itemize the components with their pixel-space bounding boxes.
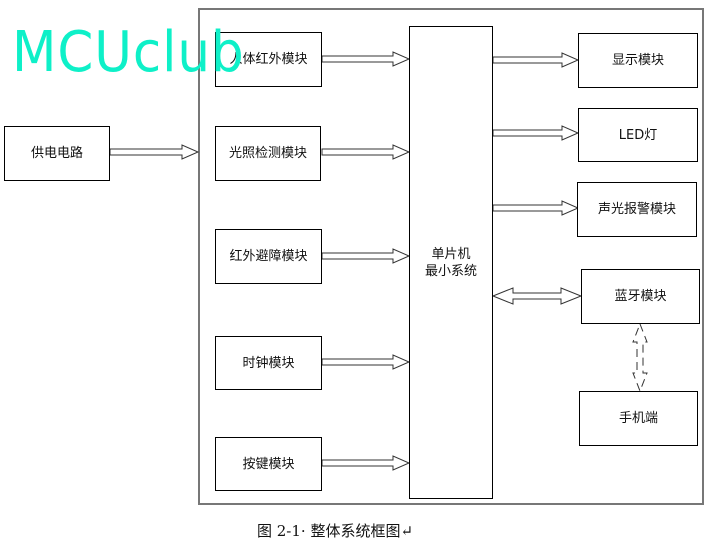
mcu-label-1: 单片机 [431, 246, 471, 262]
input-arrow-0 [321, 51, 411, 67]
output-arrow-1 [492, 125, 580, 141]
figure-caption: 图 2-1· 整体系统框图↵ [257, 522, 414, 540]
alarm-module-box: 声光报警模块 [577, 182, 697, 237]
input-arrow-1 [321, 144, 411, 160]
input-arrow-2 [321, 248, 411, 264]
ir-obstacle-box: 红外避障模块 [215, 229, 322, 284]
input-arrow-3 [321, 354, 411, 370]
mcu-label-2: 最小系统 [424, 263, 477, 279]
output-arrow-0 [492, 52, 580, 68]
phone-box: 手机端 [579, 391, 698, 446]
output-arrow-2 [492, 200, 580, 216]
wireless-dashed-arrow [632, 322, 648, 393]
display-module-box: 显示模块 [578, 33, 698, 88]
pir-module-box: 人体红外模块 [215, 32, 322, 87]
system-frame [198, 8, 704, 505]
power-circuit-box: 供电电路 [4, 126, 110, 181]
clock-module-box: 时钟模块 [215, 336, 322, 390]
key-module-box: 按键模块 [215, 437, 322, 491]
light-sensor-box: 光照检测模块 [215, 126, 321, 181]
bluetooth-double-arrow [491, 287, 583, 305]
led-box: LED灯 [578, 108, 698, 162]
power-arrow [109, 144, 200, 160]
mcu-box: 单片机 最小系统 [409, 26, 493, 499]
bluetooth-module-box: 蓝牙模块 [581, 269, 700, 324]
input-arrow-4 [321, 455, 411, 471]
